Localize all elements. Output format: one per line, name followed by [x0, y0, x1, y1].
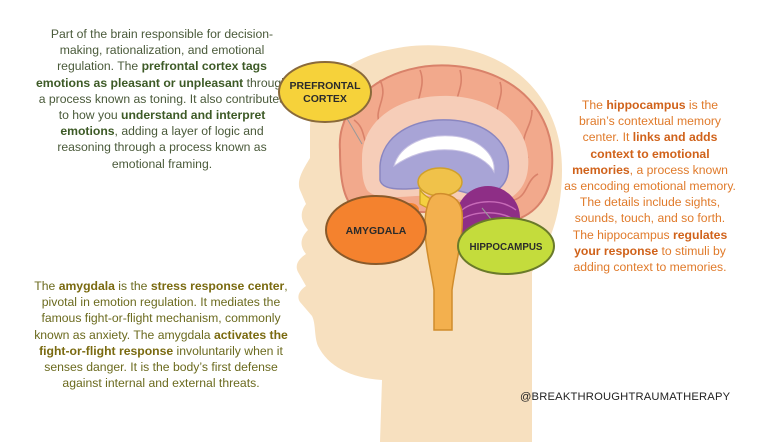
social-handle: @BREAKTHROUGHTRAUMATHERAPY — [520, 391, 731, 403]
body-text: through a process known as toning. It al… — [38, 75, 288, 123]
emphasis-text: understand and interpret emotions — [60, 108, 266, 139]
body-text: The — [581, 98, 607, 112]
body-text: is the brain’s contextual memory center.… — [578, 98, 722, 145]
body-text: involuntarily when it senses danger. It … — [44, 343, 283, 391]
emphasis-text: links and adds context to emotional memo… — [572, 130, 718, 177]
brainstem — [424, 192, 464, 331]
emphasis-text: stress response center — [150, 279, 285, 293]
body-text: , pivotal in emotion regulation. It medi… — [34, 279, 288, 342]
body-text: The — [34, 279, 59, 293]
prefrontal-bubble — [278, 61, 372, 123]
thalamus — [417, 167, 463, 197]
hippocampus-bubble — [457, 217, 555, 275]
hippocampus-label: HIPPOCAMPUS — [470, 242, 543, 253]
body-text: is the — [114, 279, 151, 293]
prefrontal-label-line2: CORTEX — [303, 93, 347, 105]
prefrontal-description: Part of the brain responsible for decisi… — [36, 26, 288, 172]
brain-diagram: PREFRONTAL CORTEX AMYGDALA HIPPOCAMPUS — [278, 45, 562, 442]
hippocampus-description: The hippocampus is the brain’s contextua… — [564, 97, 736, 275]
prefrontal-label-line1: PREFRONTAL — [290, 80, 362, 92]
amygdala-description: The amygdala is the stress response cent… — [30, 278, 292, 391]
body-text: Part of the brain responsible for decisi… — [50, 27, 274, 74]
emphasis-text: regulates your response — [574, 227, 728, 258]
emphasis-text: prefrontal cortex tags emotions as pleas… — [36, 59, 267, 90]
emphasis-text: activates the fight-or-flight response — [39, 327, 288, 358]
emphasis-text: amygdala — [58, 279, 115, 293]
corpus-callosum — [393, 135, 495, 174]
body-text: , a process known as encoding emotional … — [564, 162, 736, 242]
emphasis-text: hippocampus — [606, 98, 686, 112]
amygdala-bubble — [325, 195, 427, 265]
body-text: , adding a layer of logic and reasoning … — [57, 124, 267, 171]
body-text: to stimuli by adding context to memories… — [573, 243, 727, 275]
amygdala-label: AMYGDALA — [346, 225, 407, 237]
limbic-layer — [379, 119, 510, 197]
